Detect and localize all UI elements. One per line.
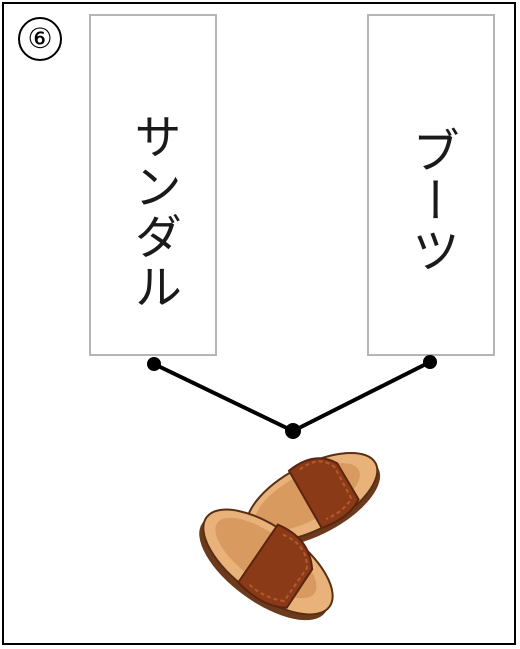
connector-dot-left[interactable] bbox=[147, 357, 161, 371]
sandals-icon bbox=[199, 451, 381, 621]
question-number-badge: ⑥ bbox=[18, 17, 62, 61]
choice-label-boots: ブーツ bbox=[403, 126, 459, 276]
connector-dot-picture[interactable] bbox=[285, 423, 301, 439]
connector-dot-right[interactable] bbox=[423, 355, 437, 369]
choice-label-sandals: サンダル bbox=[125, 112, 181, 312]
choice-box-boots[interactable]: ブーツ bbox=[367, 14, 495, 356]
choice-box-sandals[interactable]: サンダル bbox=[89, 14, 217, 356]
connector-line-left bbox=[152, 362, 295, 433]
connector-line-right bbox=[291, 360, 432, 433]
